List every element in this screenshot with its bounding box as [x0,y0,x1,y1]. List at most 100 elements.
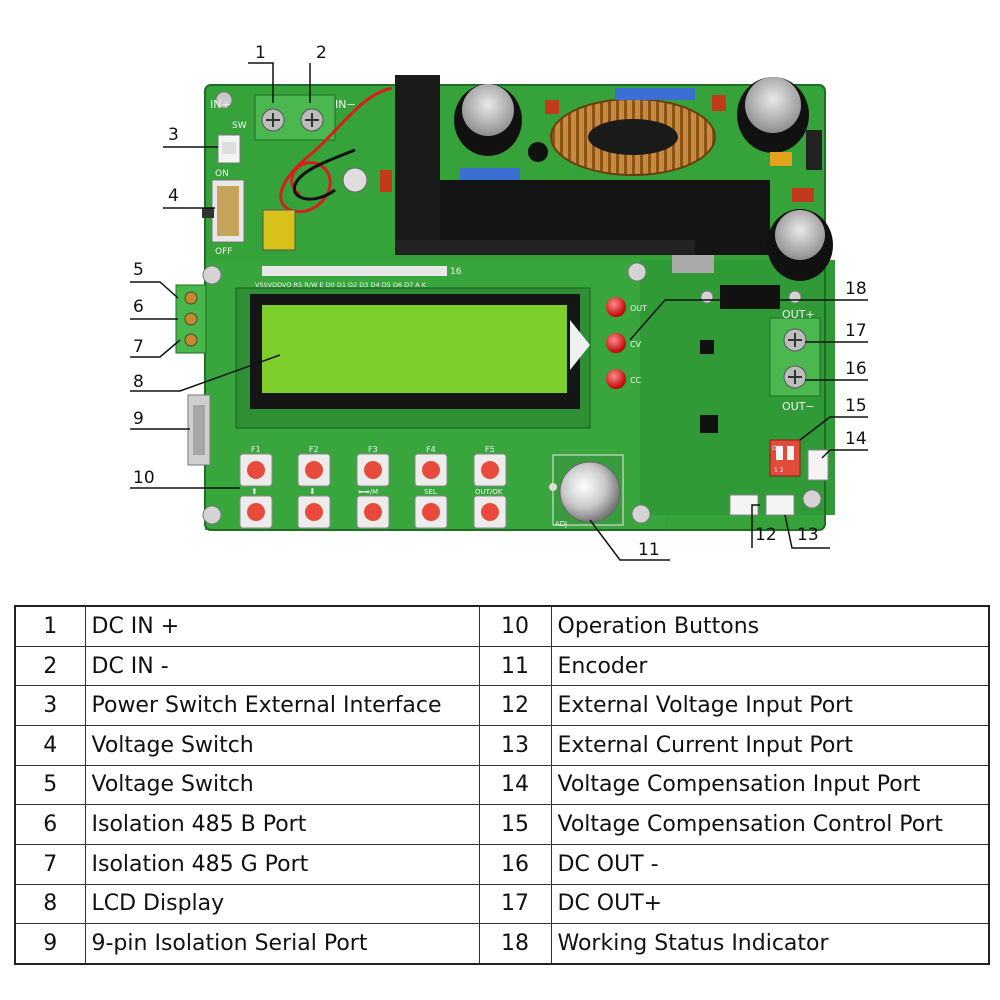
callout-17: 17 [845,321,867,341]
legend-num-left: 5 [14,764,86,806]
legend-num-right: 11 [478,645,552,687]
legend-label-right: External Current Input Port [550,724,990,766]
silk-cv-led: CV [630,340,642,349]
legend-row: 4 Voltage Switch 13 External Current Inp… [14,724,990,766]
legend-label-left: DC IN - [84,645,480,687]
legend-num-left: 7 [14,843,86,885]
callout-12: 12 [755,525,777,545]
callout-8: 8 [133,372,144,392]
legend-num-left: 8 [14,883,86,925]
heatsink [395,75,770,255]
callout-4: 4 [168,186,179,206]
legend-row: 1 DC IN + 10 Operation Buttons [14,605,990,647]
legend-row: 8 LCD Display 17 DC OUT+ [14,883,990,925]
silk-f2: F2 [309,445,319,454]
legend-num-right: 13 [478,724,552,766]
legend-row: 5 Voltage Switch 14 Voltage Compensation… [14,764,990,806]
dip-switch [769,439,801,477]
silk-out-minus: OUT− [782,400,815,413]
legend-row: 9 9-pin Isolation Serial Port 18 Working… [14,923,990,965]
legend-table: 1 DC IN + 10 Operation Buttons 2 DC IN -… [14,605,990,965]
dc-in-terminal [254,94,336,141]
silk-cc-led: CC [630,376,642,385]
silk-f4: F4 [426,445,436,454]
silk-in-plus: IN+ [210,98,231,111]
callout-10: 10 [133,468,155,488]
legend-num-left: 3 [14,685,86,726]
callout-13: 13 [797,525,819,545]
legend-label-left: 9-pin Isolation Serial Port [84,923,480,965]
silk-adj: ADJ [555,520,567,528]
silk-in-minus: IN− [335,98,356,111]
legend-row: 2 DC IN - 11 Encoder [14,645,990,687]
legend-label-right: Operation Buttons [550,605,990,647]
legend-num-right: 14 [478,764,552,806]
silk-pin-16: 16 [450,267,462,277]
legend-num-right: 18 [478,923,552,965]
legend-num-right: 17 [478,883,552,925]
legend-label-right: Working Status Indicator [550,923,990,965]
callout-2: 2 [316,43,327,63]
silk-out-led: OUT [630,304,647,313]
callout-11: 11 [638,540,660,560]
callout-lines [130,62,868,561]
legend-row: 6 Isolation 485 B Port 15 Voltage Compen… [14,804,990,845]
silk-off: OFF [215,247,232,257]
silk-f1: F1 [251,445,261,454]
legend-num-right: 10 [478,605,552,647]
silk-sw: SW [232,121,247,131]
mounting-holes [202,91,822,525]
silk-dip-on: ON [772,445,781,452]
legend-label-left: LCD Display [84,883,480,925]
pin-header [262,266,447,276]
silk-lr-m: ⬅➡/M [358,488,378,496]
connectors-right [729,449,829,516]
silk-out-ok: OUT/OK [475,488,503,496]
silk-out-plus: OUT+ [782,308,815,321]
legend-num-left: 2 [14,645,86,687]
legend-num-left: 6 [14,804,86,845]
legend-num-left: 9 [14,923,86,965]
legend-num-left: 1 [14,605,86,647]
silk-dip-12: 1 2 [774,467,784,474]
voltage-switch [202,179,245,243]
silk-on: ON [215,169,229,179]
legend-label-left: DC IN + [84,605,480,647]
callout-16: 16 [845,359,867,379]
callout-14: 14 [845,429,867,449]
lcd-display [235,287,591,429]
legend-row: 7 Isolation 485 G Port 16 DC OUT - [14,843,990,885]
silk-sel: SEL [424,488,437,496]
callout-7: 7 [133,337,144,357]
board-diagram: IN+ IN− SW ON OFF [130,43,868,561]
legend-label-right: Voltage Compensation Control Port [550,804,990,845]
callout-15: 15 [845,396,867,416]
callout-6: 6 [133,297,144,317]
power-switch-interface [217,134,241,164]
callout-1: 1 [255,43,266,63]
callout-numbers: 1 2 3 4 5 6 7 8 9 10 11 12 13 14 15 16 1… [133,43,867,560]
legend-label-right: DC OUT+ [550,883,990,925]
legend-num-right: 12 [478,685,552,726]
legend-label-right: External Voltage Input Port [550,685,990,726]
encoder [549,454,624,526]
serial-port-9pin [187,394,211,466]
legend-label-right: DC OUT - [550,843,990,885]
callout-5: 5 [133,260,144,280]
legend-label-left: Voltage Switch [84,724,480,766]
legend-row: 3 Power Switch External Interface 12 Ext… [14,685,990,726]
legend-label-left: Isolation 485 B Port [84,804,480,845]
inductor-coil [550,88,716,176]
legend-num-left: 4 [14,724,86,766]
legend-label-left: Power Switch External Interface [84,685,480,726]
legend-label-right: Voltage Compensation Input Port [550,764,990,806]
misc-components [262,95,822,433]
silk-f3: F3 [368,445,378,454]
dc-out-terminal [769,317,821,397]
legend-num-right: 15 [478,804,552,845]
silk-down: ⬇ [309,487,316,496]
callout-18: 18 [845,279,867,299]
legend-label-right: Encoder [550,645,990,687]
status-leds [606,297,626,389]
callout-3: 3 [168,125,179,145]
